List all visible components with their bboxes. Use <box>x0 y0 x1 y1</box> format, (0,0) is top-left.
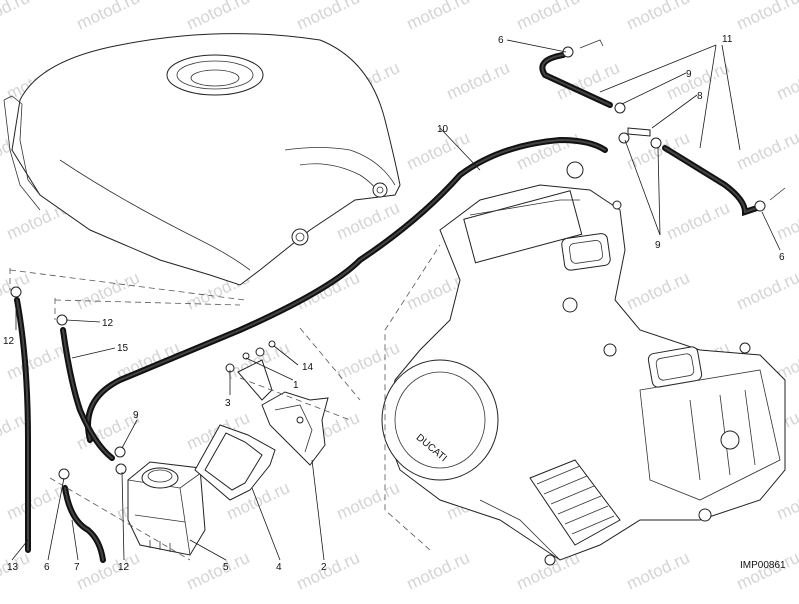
engine-block: DUCATI <box>381 161 786 566</box>
callout-2: 2 <box>321 562 327 573</box>
callout-6-top: 6 <box>498 35 504 46</box>
watermark-text: motod.ru <box>774 58 799 104</box>
clamps <box>10 39 786 480</box>
callout-labels: 6 11 9 8 10 9 6 12 12 15 9 1 14 3 13 6 7… <box>3 34 785 573</box>
guide-lines <box>9 268 361 561</box>
watermark-text: motod.ru <box>0 0 32 34</box>
watermark-text: motod.ru <box>294 268 363 314</box>
watermark-text: motod.ru <box>624 548 693 594</box>
watermark-text: motod.ru <box>444 58 513 104</box>
tank-strap-4 <box>194 424 276 501</box>
callout-15: 15 <box>117 343 129 354</box>
callout-13: 13 <box>7 562 19 573</box>
callout-9-lower: 9 <box>133 410 139 421</box>
engine-dashed-outline <box>384 244 441 551</box>
callout-4: 4 <box>276 562 282 573</box>
watermark-text: motod.ru <box>74 0 143 34</box>
vent-hoses <box>14 52 760 563</box>
callout-6-right: 6 <box>779 252 785 263</box>
expansion-tank <box>127 461 206 556</box>
callout-10: 10 <box>437 124 449 135</box>
watermark-text: motod.ru <box>74 548 143 594</box>
callout-14: 14 <box>302 362 314 373</box>
watermark-text: motod.ru <box>404 0 473 34</box>
fuel-tank <box>3 33 401 286</box>
watermark-text: motod.ru <box>514 0 583 34</box>
watermark-text: motod.ru <box>184 548 253 594</box>
callout-5: 5 <box>223 562 229 573</box>
callout-9-right: 9 <box>655 240 661 251</box>
watermark-text: motod.ru <box>734 268 799 314</box>
watermark-text: motod.ru <box>734 128 799 174</box>
callout-12-left: 12 <box>3 336 15 347</box>
watermark-text: motod.ru <box>624 268 693 314</box>
callout-11: 11 <box>722 34 733 45</box>
callout-1: 1 <box>293 380 299 391</box>
watermark-text: motod.ru <box>664 198 733 244</box>
callout-8: 8 <box>697 91 703 102</box>
leader-lines <box>11 39 781 561</box>
callout-3: 3 <box>225 398 231 409</box>
callout-9-upper: 9 <box>686 69 692 80</box>
watermark-text: motod.ru <box>734 0 799 34</box>
watermark-text: motod.ru <box>184 0 253 34</box>
bracket-2 <box>261 391 329 466</box>
callout-6-bottom: 6 <box>44 562 50 573</box>
watermark-text: motod.ru <box>774 198 799 244</box>
callout-12-bottom: 12 <box>118 562 130 573</box>
hose-7 <box>62 485 106 563</box>
callout-7: 7 <box>74 562 80 573</box>
watermark-text: motod.ru <box>774 478 799 524</box>
watermark-text: motod.ru <box>404 548 473 594</box>
oil-cooler <box>529 459 621 546</box>
diagram-code: IMP00861 <box>740 560 786 571</box>
tee-fitting-8 <box>627 127 651 137</box>
watermark-text: motod.ru <box>624 0 693 34</box>
watermark-text: motod.ru <box>334 338 403 384</box>
callout-12-mid: 12 <box>102 318 114 329</box>
watermark-text: motod.ru <box>294 548 363 594</box>
watermark-text: motod.ru <box>294 0 363 34</box>
watermark-text: motod.ru <box>74 268 143 314</box>
